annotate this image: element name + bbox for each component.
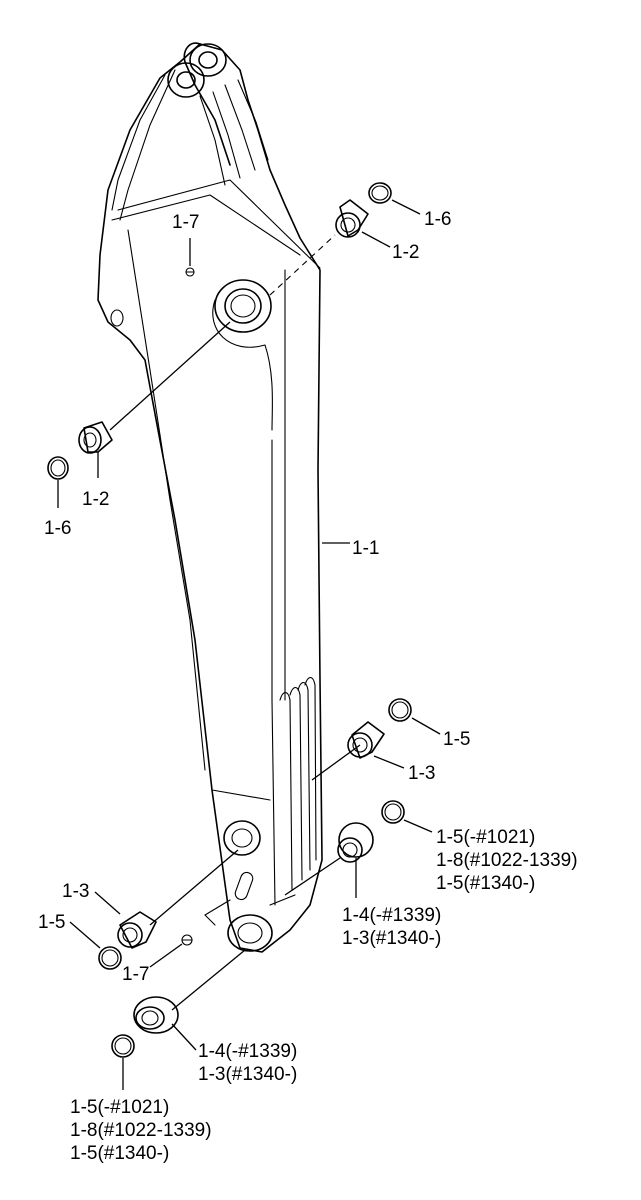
callout-labels: 1-6 1-2 1-7 1-2 1-6 1-1 1-5 1-3 1-5(-#10… [38, 209, 578, 1164]
label-right-variants-line1: 1-5(-#1021) [436, 827, 535, 848]
lower-right-bushing-part [347, 721, 385, 759]
lower-grease-fitting-part [181, 934, 193, 946]
upper-left-bushing-part [78, 421, 113, 454]
label-1-3-lower-right: 1-3 [408, 763, 435, 784]
right-flange-bushing-part [337, 822, 374, 863]
lower-left-shim-part [98, 946, 122, 970]
label-1-1-arm: 1-1 [352, 538, 379, 559]
callout-leaders [57, 199, 441, 1090]
label-1-6-upper-right: 1-6 [424, 209, 451, 230]
label-right-flange-line2: 1-3(#1340-) [342, 928, 441, 949]
upper-left-shim-part [47, 456, 69, 480]
label-1-5-lower-right: 1-5 [443, 729, 470, 750]
label-1-2-upper-left: 1-2 [82, 489, 109, 510]
lower-left-bushing-part [117, 911, 157, 949]
label-right-variants-line3: 1-5(#1340-) [436, 873, 535, 894]
label-bottom-flange-line2: 1-3(#1340-) [198, 1064, 297, 1085]
label-bottom-variants-line2: 1-8(#1022-1339) [70, 1120, 212, 1141]
label-right-flange-line1: 1-4(-#1339) [342, 905, 441, 926]
label-1-3-lower-left: 1-3 [62, 881, 89, 902]
assembly-axes [109, 234, 361, 1011]
arm-body [97, 42, 323, 953]
upper-grease-fitting-part [185, 267, 195, 277]
right-variant-shim-part [381, 800, 405, 824]
label-bottom-variants-line1: 1-5(-#1021) [70, 1097, 169, 1118]
label-bottom-flange-line1: 1-4(-#1339) [198, 1041, 297, 1062]
upper-right-bushing-part [335, 199, 369, 238]
upper-right-shim-part [368, 182, 392, 204]
bottom-flange-bushing-part [133, 996, 179, 1034]
label-1-5-lower-left: 1-5 [38, 912, 65, 933]
label-1-7-lower: 1-7 [122, 964, 149, 985]
label-1-7-upper: 1-7 [172, 212, 199, 233]
lower-right-shim-part [388, 698, 412, 722]
label-1-6-upper-left: 1-6 [44, 518, 71, 539]
bottom-shim-part [111, 1034, 135, 1058]
label-right-variants-line2: 1-8(#1022-1339) [436, 850, 578, 871]
label-1-2-upper-right: 1-2 [392, 242, 419, 263]
label-bottom-variants-line3: 1-5(#1340-) [70, 1143, 169, 1164]
